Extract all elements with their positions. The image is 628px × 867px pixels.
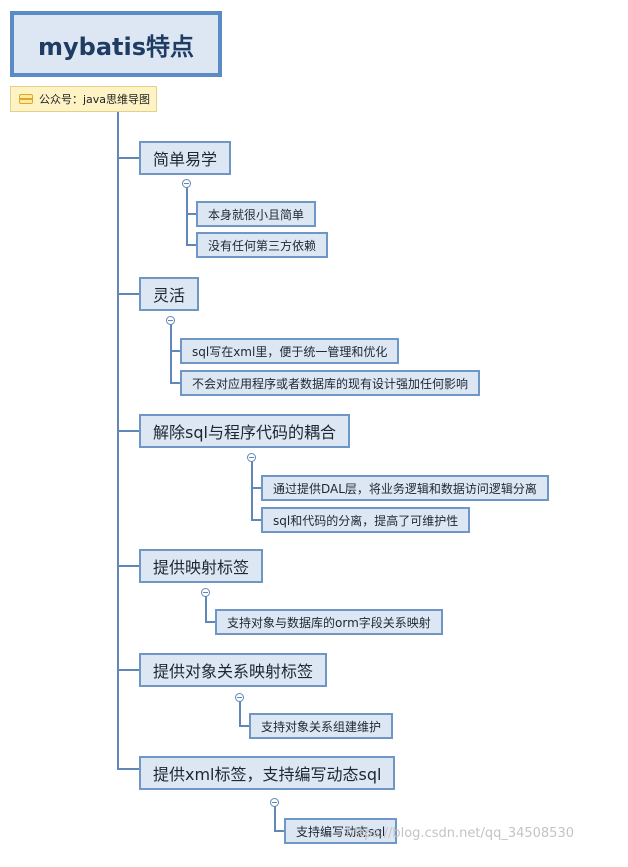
main-trunk-line: [117, 112, 119, 769]
topic-mapping-tags[interactable]: 提供映射标签: [139, 549, 264, 583]
topic-object-relation-tags[interactable]: 提供对象关系映射标签: [139, 653, 328, 687]
subtopic[interactable]: 支持编写动态sql: [284, 818, 398, 844]
topic-decouple[interactable]: 解除sql与程序代码的耦合: [139, 414, 350, 448]
connector: [186, 244, 196, 246]
subtopic[interactable]: 本身就很小且简单: [196, 201, 317, 227]
connector: [117, 768, 139, 770]
connector: [186, 213, 196, 215]
connector: [117, 565, 139, 567]
collapse-toggle-icon[interactable]: [235, 693, 244, 702]
subtopic[interactable]: sql写在xml里，便于统一管理和优化: [180, 338, 400, 364]
collapse-toggle-icon[interactable]: [201, 588, 210, 597]
collapse-toggle-icon[interactable]: [247, 453, 256, 462]
connector: [117, 669, 139, 671]
connector: [117, 293, 139, 295]
collapse-toggle-icon[interactable]: [166, 316, 175, 325]
connector: [117, 157, 139, 159]
topic-simple[interactable]: 简单易学: [139, 141, 232, 175]
connector: [239, 725, 249, 727]
connector: [205, 621, 215, 623]
subtopic[interactable]: 通过提供DAL层，将业务逻辑和数据访问逻辑分离: [261, 475, 549, 501]
connector: [251, 519, 261, 521]
subtopic[interactable]: 支持对象与数据库的orm字段关系映射: [215, 609, 443, 635]
topic-dynamic-sql[interactable]: 提供xml标签，支持编写动态sql: [139, 756, 396, 790]
note-icon: [19, 94, 33, 104]
root-topic[interactable]: mybatis特点: [10, 11, 222, 77]
connector: [274, 802, 276, 831]
connector: [239, 697, 241, 726]
topic-flexible[interactable]: 灵活: [139, 277, 200, 311]
connector: [117, 430, 139, 432]
subtopic[interactable]: 不会对应用程序或者数据库的现有设计强加任何影响: [180, 370, 481, 396]
collapse-toggle-icon[interactable]: [270, 798, 279, 807]
collapse-toggle-icon[interactable]: [182, 179, 191, 188]
subtopic[interactable]: 支持对象关系组建维护: [249, 713, 394, 739]
subtopic[interactable]: 没有任何第三方依赖: [196, 232, 329, 258]
note-callout: 公众号：java思维导图: [10, 86, 157, 112]
subtopic[interactable]: sql和代码的分离，提高了可维护性: [261, 507, 471, 533]
note-text: 公众号：java思维导图: [39, 93, 151, 106]
watermark: https://blog.csdn.net/qq_34508530: [345, 826, 574, 841]
connector: [251, 487, 261, 489]
connector: [205, 592, 207, 622]
connector: [170, 382, 180, 384]
connector: [170, 350, 180, 352]
connector: [274, 830, 284, 832]
